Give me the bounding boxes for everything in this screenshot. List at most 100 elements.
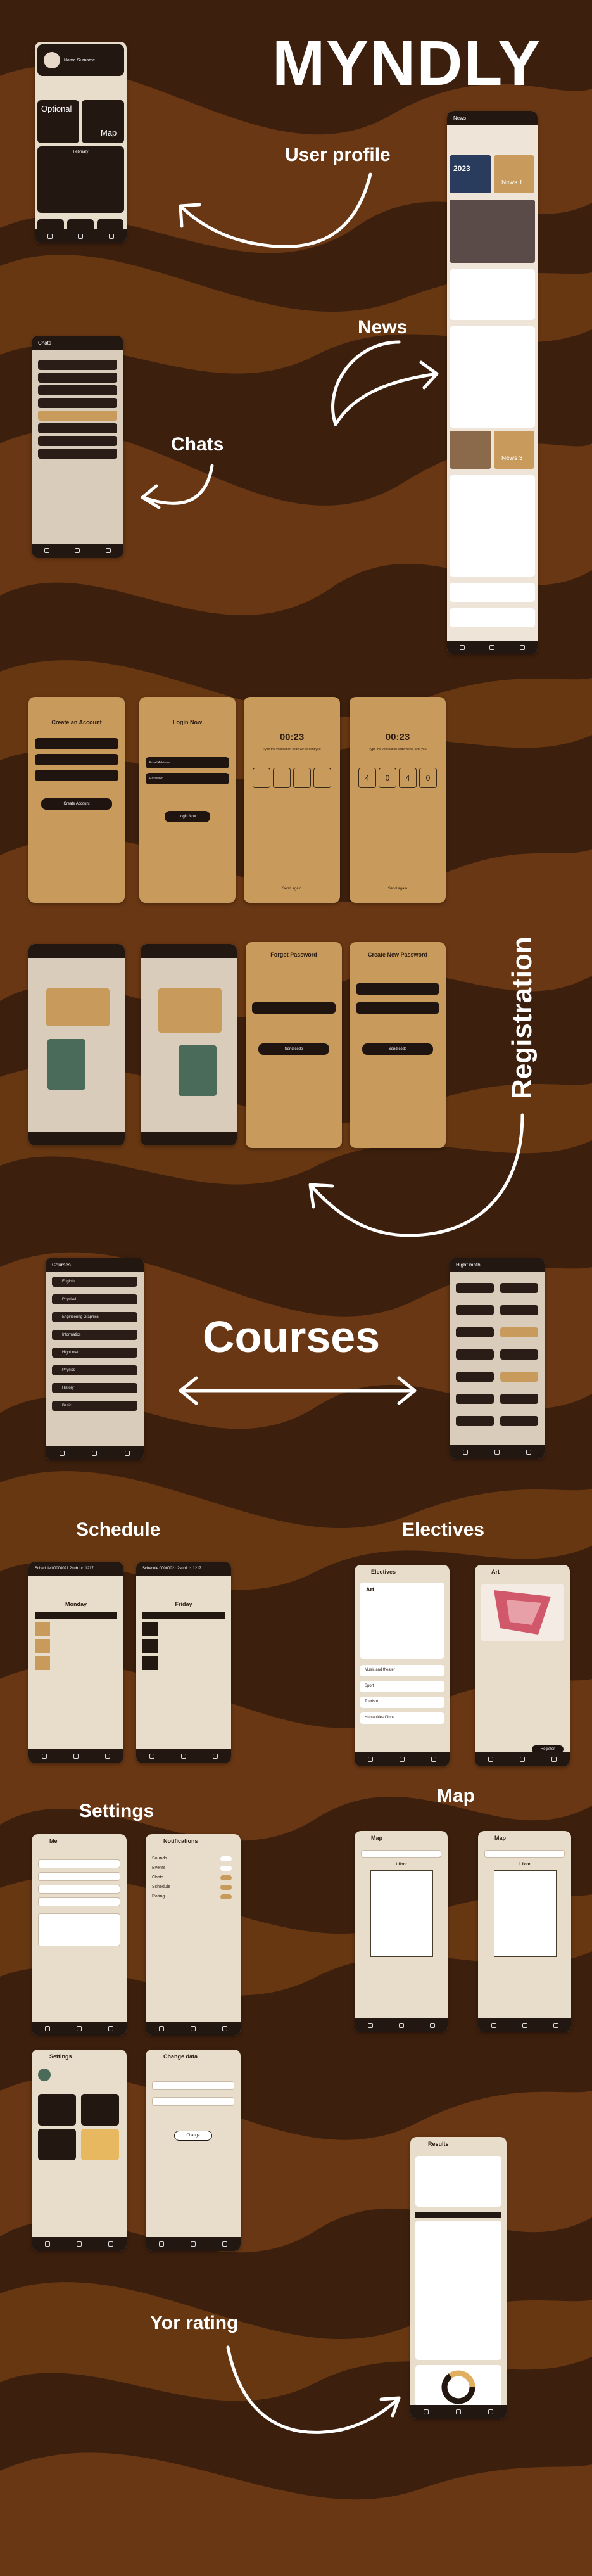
me-field[interactable] [38,1872,120,1881]
profile-icon[interactable] [429,2023,435,2028]
home-icon[interactable] [47,234,53,239]
profile-icon[interactable] [108,2241,113,2247]
elective-music[interactable]: Music and theater [360,1665,444,1676]
lesson-block[interactable] [142,1639,158,1653]
send-code-button[interactable]: Send code [362,1043,433,1055]
home-icon[interactable] [424,2409,429,2414]
lesson-block[interactable] [142,1656,158,1670]
chat-icon[interactable] [191,2026,196,2031]
profile-icon[interactable] [108,234,114,239]
home-icon[interactable] [59,1451,65,1456]
settings-tile[interactable] [81,2129,119,2160]
new-password-field[interactable] [356,983,439,995]
settings-tile[interactable] [38,2129,76,2160]
home-icon[interactable] [44,548,50,553]
grade-cell-active[interactable] [500,1327,538,1337]
message-input[interactable] [141,1132,237,1145]
create-account-button[interactable]: Create Account [41,798,112,810]
home-icon[interactable] [149,1754,154,1759]
profile-icon[interactable] [488,2409,493,2414]
chat-icon[interactable] [455,2409,461,2414]
me-bio-field[interactable] [38,1913,120,1946]
message-image[interactable] [179,1045,217,1096]
optional-tile[interactable]: Optional [37,100,79,143]
login-button[interactable]: Login Now [165,811,210,822]
code-box[interactable]: 0 [419,768,437,788]
avatar[interactable] [44,52,60,68]
grade-cell[interactable] [456,1416,494,1426]
profile-icon[interactable] [213,1754,218,1759]
course-row[interactable]: Basic [52,1401,137,1411]
elective-tourism[interactable]: Tourism [360,1697,444,1708]
send-code-button[interactable]: Send code [258,1043,329,1055]
elective-sport[interactable]: Sport [360,1681,444,1692]
profile-icon[interactable] [553,2023,558,2028]
email-field[interactable] [252,1002,336,1014]
home-icon[interactable] [368,1757,373,1762]
floor-plan[interactable] [494,1870,557,1957]
confirm-password-field[interactable] [356,1002,439,1014]
code-box[interactable] [253,768,270,788]
profile-icon[interactable] [551,1757,557,1762]
map-search-input[interactable] [361,1850,441,1858]
avatar[interactable] [38,2069,51,2081]
send-again-link[interactable]: Send again [282,887,302,891]
chat-row[interactable] [38,436,117,446]
course-row[interactable]: English [52,1277,137,1287]
send-again-link[interactable]: Send again [387,887,408,891]
chat-icon[interactable] [78,234,84,239]
profile-icon[interactable] [431,1757,436,1762]
toggle-switch[interactable] [220,1885,232,1890]
home-icon[interactable] [159,2241,164,2247]
change-field[interactable] [152,2097,234,2106]
profile-icon[interactable] [125,1451,130,1456]
grade-cell[interactable] [500,1349,538,1360]
me-field[interactable] [38,1885,120,1894]
code-box[interactable]: 4 [399,768,417,788]
code-box[interactable] [273,768,291,788]
news-photo[interactable] [450,200,535,263]
home-icon[interactable] [367,2023,373,2028]
lesson-block[interactable] [142,1622,158,1636]
home-icon[interactable] [42,1754,47,1759]
home-icon[interactable] [463,1450,468,1455]
art-card[interactable]: Art [360,1583,444,1659]
me-field[interactable] [38,1859,120,1868]
chat-row[interactable] [38,449,117,459]
grade-cell[interactable] [456,1349,494,1360]
code-box[interactable]: 4 [358,768,376,788]
grade-cell[interactable] [500,1283,538,1293]
chat-icon[interactable] [191,2241,196,2247]
course-row[interactable]: Informatics [52,1330,137,1340]
grade-cell[interactable] [456,1372,494,1382]
message-input[interactable] [28,1132,125,1145]
code-box[interactable] [293,768,311,788]
profile-icon[interactable] [105,1754,110,1759]
map-search-input[interactable] [484,1850,565,1858]
grade-cell[interactable] [456,1327,494,1337]
chat-icon[interactable] [181,1754,186,1759]
lesson-block[interactable] [35,1639,50,1653]
settings-tile[interactable] [81,2094,119,2126]
chat-icon[interactable] [77,2026,82,2031]
code-box[interactable]: 0 [379,768,396,788]
email-field[interactable]: Email Address [146,757,229,768]
chat-icon[interactable] [398,2023,404,2028]
profile-icon[interactable] [520,645,526,650]
toggle-switch[interactable] [220,1875,232,1880]
chat-row[interactable] [38,360,117,370]
grade-cell[interactable] [456,1283,494,1293]
profile-icon[interactable] [222,2241,227,2247]
toggle-switch[interactable] [220,1856,232,1861]
grade-cell-active[interactable] [500,1372,538,1382]
course-row[interactable]: Hight math [52,1348,137,1358]
floor-plan[interactable] [370,1870,433,1957]
chat-row[interactable] [38,423,117,433]
password-field[interactable]: Password [146,773,229,784]
home-icon[interactable] [488,1757,493,1762]
chat-icon[interactable] [400,1757,405,1762]
news-image[interactable] [450,431,491,469]
home-icon[interactable] [45,2241,50,2247]
chat-row[interactable] [38,398,117,408]
home-icon[interactable] [459,645,465,650]
